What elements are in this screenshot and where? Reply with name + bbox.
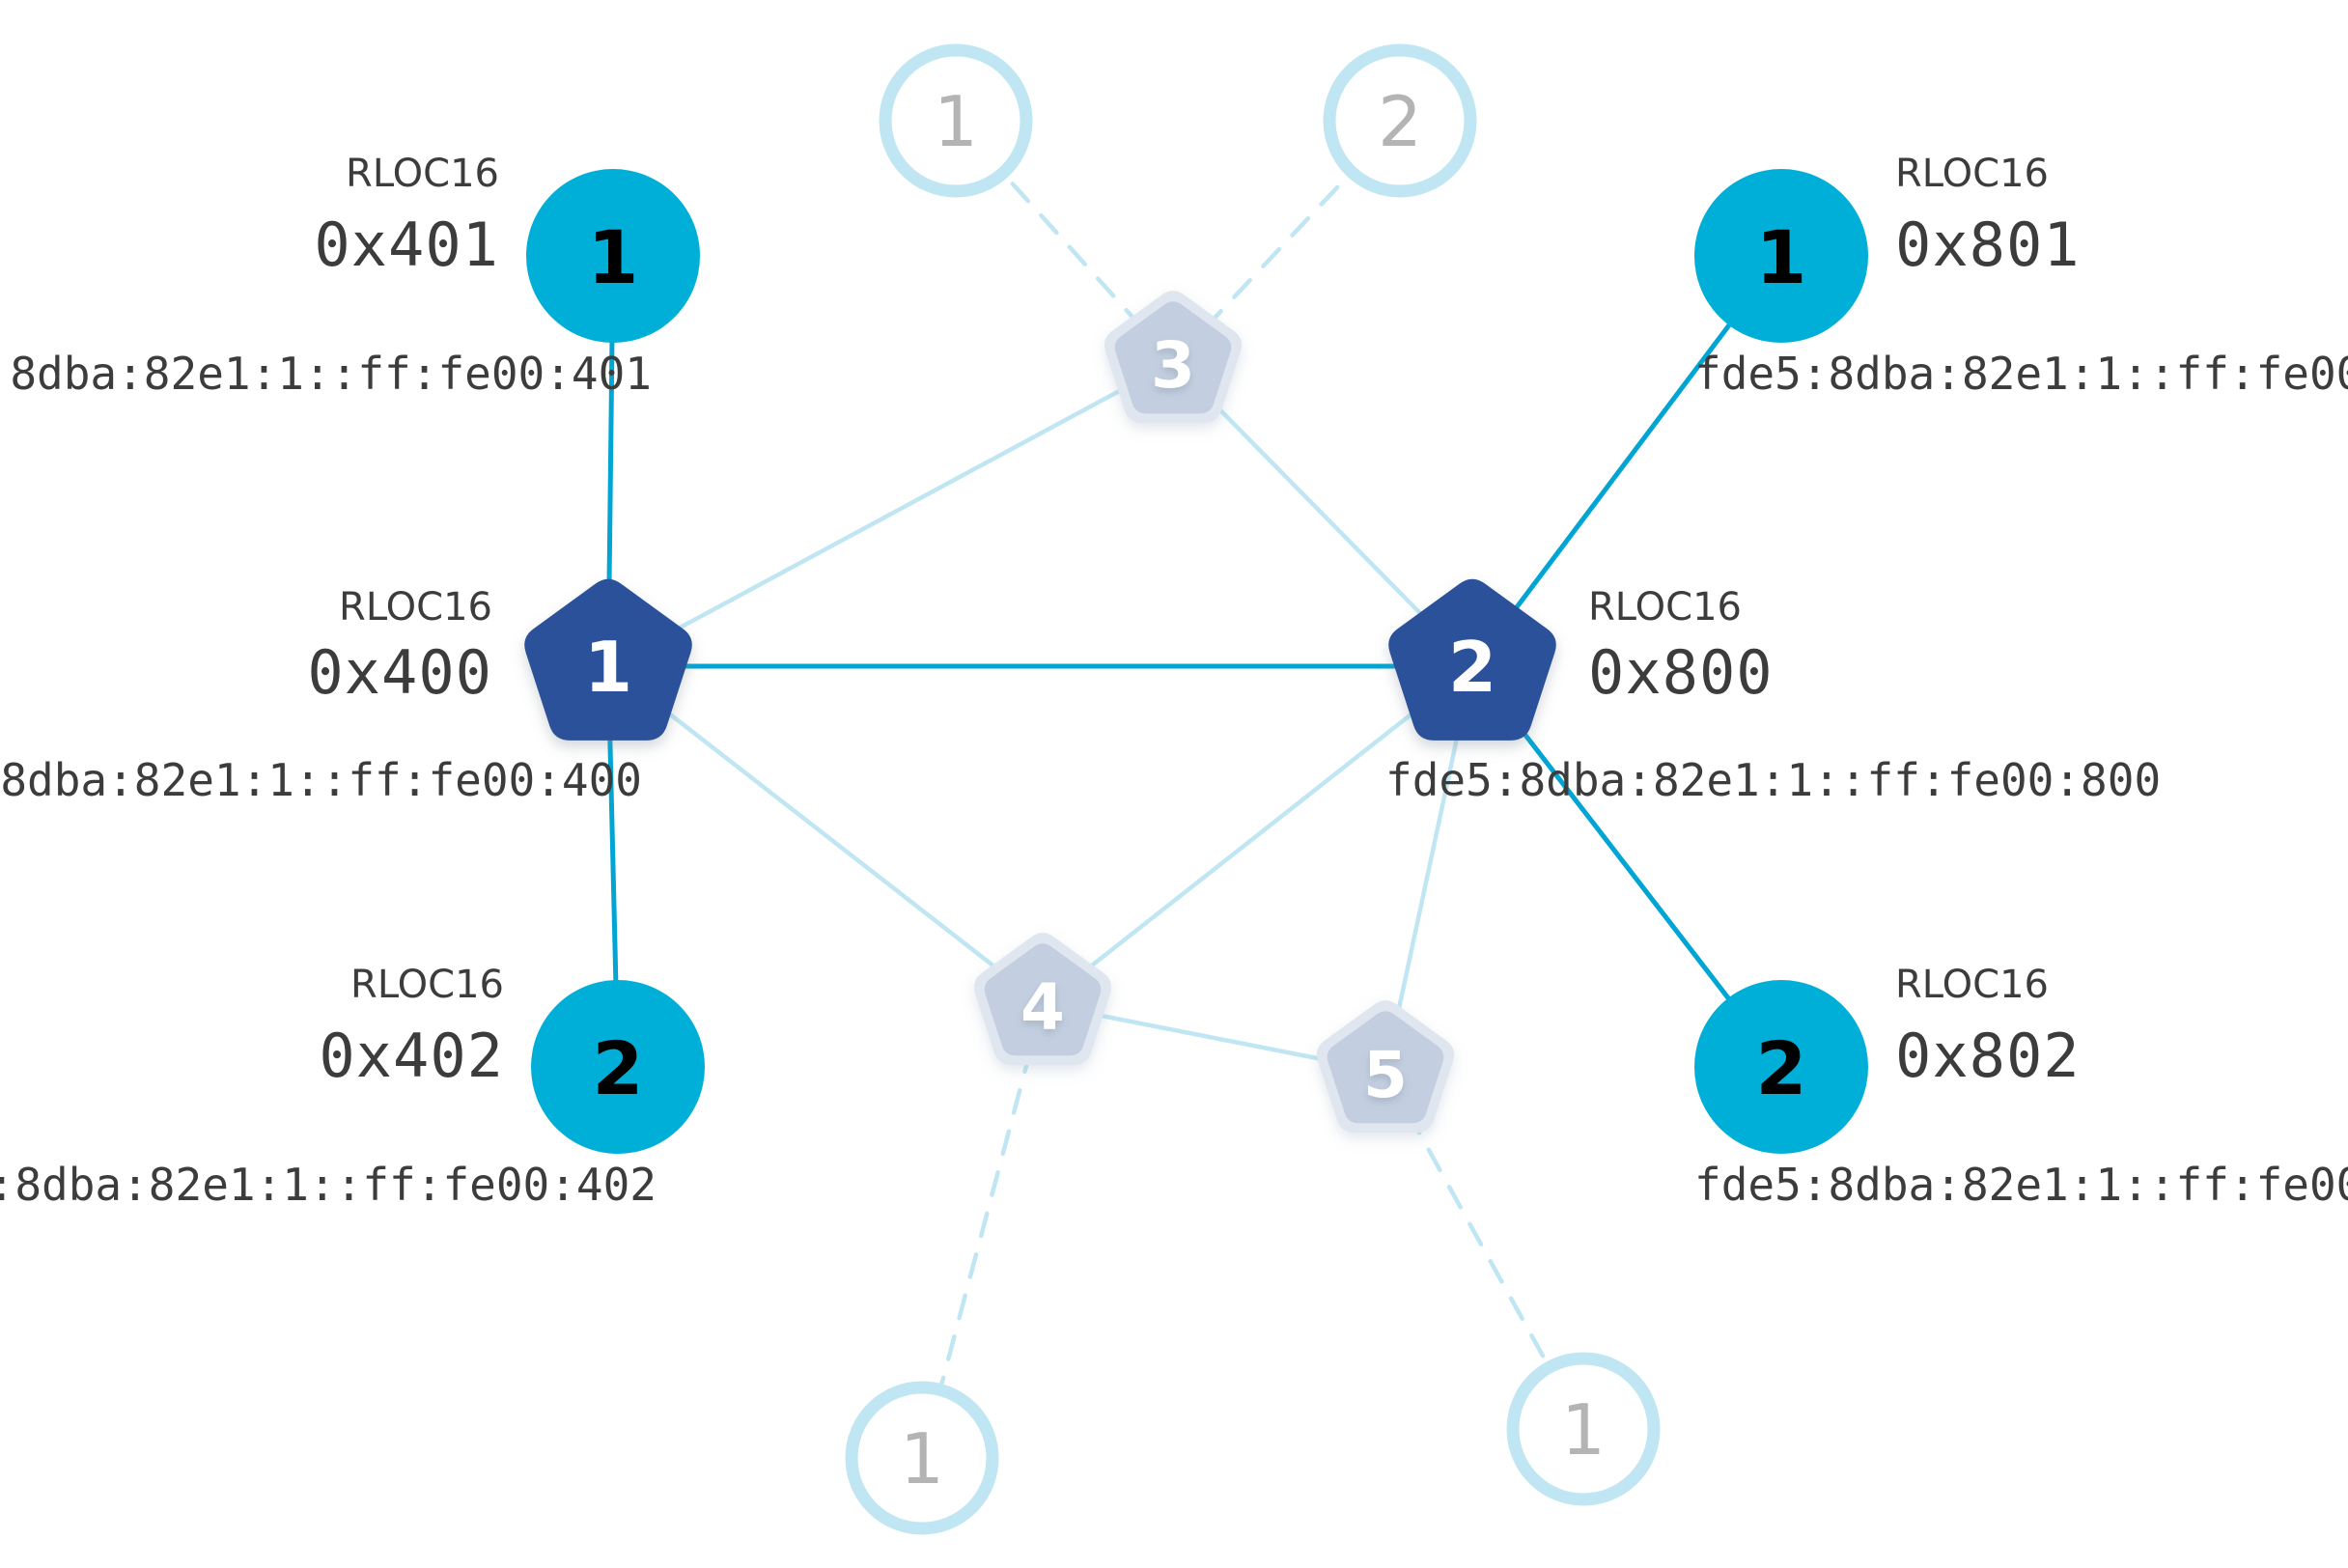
rloc16-caption: RLOC16	[1895, 963, 2049, 1007]
link	[1086, 1011, 1342, 1065]
neighbor-node-number: 3	[1151, 328, 1195, 403]
neighbor-router-node[interactable]: 4	[973, 933, 1112, 1066]
neighbor-pentagon-shape	[1327, 1011, 1444, 1124]
inactive-child-node-number: 1	[934, 81, 978, 162]
child-node[interactable]: 1	[1694, 169, 1868, 343]
rloc16-value: 0x800	[1588, 637, 1774, 708]
link	[1505, 710, 1750, 1025]
inactive-child-node[interactable]: 1	[1506, 1352, 1661, 1506]
child-node-number: 2	[1756, 1025, 1807, 1111]
child-circle-shape	[531, 980, 705, 1154]
links-layer	[606, 152, 1750, 1415]
rloc16-caption: RLOC16	[1588, 585, 1742, 630]
rloc16-value: 0x402	[319, 1021, 504, 1091]
child-node[interactable]: 2	[1694, 980, 1868, 1154]
ipv6-address: fde5:8dba:82e1:1::ff:fe00:800	[1385, 754, 2161, 806]
router-node-number: 1	[584, 627, 632, 708]
link	[1202, 152, 1371, 331]
child-node[interactable]: 1	[526, 169, 700, 343]
inactive-child-node[interactable]: 1	[879, 43, 1033, 198]
child-circle-shape	[526, 169, 700, 343]
router-node[interactable]: 2	[1388, 578, 1556, 741]
router-pentagon-shape	[1388, 578, 1556, 741]
rloc16-value: 0x400	[307, 637, 492, 708]
inactive-child-node[interactable]: 1	[845, 1381, 999, 1535]
neighbor-router-node[interactable]: 5	[1316, 1000, 1455, 1134]
inactive-child-circle-shape	[879, 43, 1033, 198]
inactive-child-node-number: 1	[900, 1418, 944, 1499]
inactive-child-circle-shape	[845, 1381, 999, 1535]
rloc16-caption: RLOC16	[339, 585, 492, 630]
link	[606, 722, 620, 1014]
child-node-number: 1	[1756, 214, 1807, 300]
neighbor-node-number: 5	[1363, 1038, 1408, 1112]
rloc16-caption: RLOC16	[346, 152, 499, 196]
rloc16-value: 0x802	[1895, 1021, 2081, 1091]
nodes-layer: 1 2 1 2 1 2 3 4 5 1 2 1 1	[524, 43, 1868, 1535]
child-node-number: 1	[588, 214, 639, 300]
inactive-child-node[interactable]: 2	[1323, 43, 1477, 198]
link	[985, 153, 1144, 330]
link	[932, 1047, 1033, 1415]
neighbor-router-node[interactable]: 3	[1104, 291, 1243, 424]
child-node[interactable]: 2	[531, 980, 705, 1154]
child-node-number: 2	[593, 1025, 644, 1111]
neighbor-pentagon-shape	[984, 943, 1102, 1056]
child-label-group: RLOC160x401fde5:8dba:82e1:1::ff:fe00:401	[0, 152, 652, 400]
ipv6-address: fde5:8dba:82e1:1::ff:fe00:400	[0, 754, 642, 806]
inactive-child-circle-shape	[1506, 1352, 1661, 1506]
child-circle-shape	[1694, 980, 1868, 1154]
inactive-child-node-number: 2	[1378, 81, 1422, 162]
rloc16-caption: RLOC16	[1895, 152, 2049, 196]
ipv6-address: fde5:8dba:82e1:1::ff:fe00:402	[0, 1159, 657, 1211]
ipv6-address: fde5:8dba:82e1:1::ff:fe00:802	[1694, 1159, 2348, 1211]
link	[606, 309, 615, 610]
ipv6-address: fde5:8dba:82e1:1::ff:fe00:801	[1694, 348, 2348, 400]
neighbor-node-number: 4	[1020, 970, 1065, 1045]
neighbor-pentagon-shape	[1114, 301, 1232, 414]
router-node[interactable]: 1	[524, 578, 692, 741]
link	[652, 700, 1009, 978]
link	[657, 381, 1134, 641]
child-circle-shape	[1694, 169, 1868, 343]
ipv6-address: fde5:8dba:82e1:1::ff:fe00:401	[0, 348, 652, 400]
router-node-number: 2	[1448, 627, 1496, 708]
inactive-child-node-number: 1	[1561, 1389, 1606, 1470]
link	[1505, 297, 1750, 622]
child-label-group: RLOC160x402fde5:8dba:82e1:1::ff:fe00:402	[0, 963, 657, 1211]
inactive-child-circle-shape	[1323, 43, 1477, 198]
router-pentagon-shape	[524, 578, 692, 741]
link	[1203, 393, 1434, 627]
router-label-group: RLOC160x400fde5:8dba:82e1:1::ff:fe00:400	[0, 585, 642, 806]
link	[1076, 700, 1429, 978]
link	[1406, 1110, 1563, 1390]
rloc16-value: 0x401	[314, 210, 499, 280]
link	[1392, 721, 1463, 1028]
labels-layer: RLOC160x400fde5:8dba:82e1:1::ff:fe00:400…	[0, 152, 2348, 1211]
rloc16-value: 0x801	[1895, 210, 2081, 280]
rloc16-caption: RLOC16	[350, 963, 504, 1007]
